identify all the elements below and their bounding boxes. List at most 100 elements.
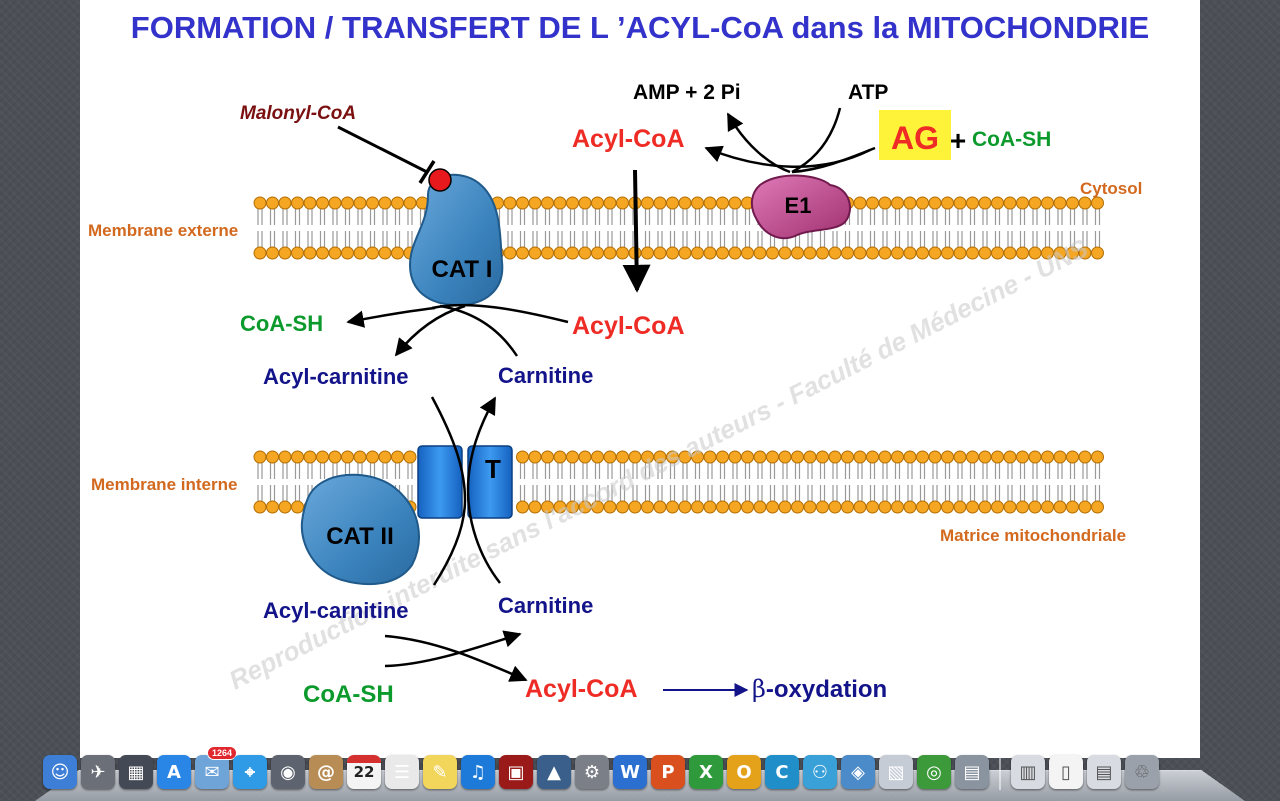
malonyl-inhibition-bar (418, 160, 436, 184)
mail-icon[interactable]: ✉1264 (195, 746, 237, 789)
lipid-head (978, 450, 992, 464)
cat1-protein (408, 173, 504, 307)
lipid-tail (907, 209, 913, 225)
excel-icon[interactable]: X (689, 755, 723, 789)
lipid-tail (882, 485, 888, 501)
lipid-head (403, 450, 417, 464)
lipid-head (953, 196, 967, 210)
lipid-head (1003, 450, 1017, 464)
chrome-icon[interactable]: ◎ (917, 755, 951, 789)
powerpoint-icon[interactable]: P (651, 755, 685, 789)
communicator-icon[interactable]: C (765, 755, 799, 789)
lipid-tail (669, 231, 676, 247)
lipid-head (753, 246, 767, 260)
lipid-tail (957, 209, 963, 225)
ag-input-curve (791, 146, 876, 174)
lipid-head (541, 246, 554, 260)
safari-icon[interactable]: ⌖ (233, 755, 267, 789)
lipid-head (841, 246, 854, 260)
lipid-head (528, 246, 542, 260)
lipid-head (941, 450, 954, 464)
messenger-icon[interactable]: ⚇ (803, 755, 837, 789)
lipid-head (253, 450, 267, 464)
network-icon[interactable]: ◈ (841, 755, 875, 789)
lipid-head (1016, 450, 1029, 464)
lipid-tail (1032, 231, 1038, 247)
outlook-icon[interactable]: O (727, 755, 761, 789)
system-preferences-icon[interactable]: ⚙ (575, 755, 609, 789)
lipid-head (603, 196, 617, 210)
lipid-head (828, 450, 842, 464)
lipid-tail (319, 463, 326, 479)
lipid-head (666, 246, 679, 260)
lipid-tail (1057, 231, 1063, 247)
lipid-head (1041, 196, 1054, 210)
lipid-tail (1032, 209, 1038, 225)
lipid-head (941, 246, 954, 260)
documents-stack-icon[interactable]: ▤ (1087, 755, 1121, 789)
lipid-tail (719, 485, 726, 501)
image-capture-icon[interactable]: ▤ (955, 755, 989, 789)
lipid-head (353, 196, 367, 210)
lipid-tail (707, 463, 713, 479)
lipid-head (616, 500, 629, 514)
arrow-to-amp (726, 112, 791, 174)
mission-control-icon[interactable]: ▦ (119, 755, 153, 789)
lipid-head (566, 246, 579, 260)
finder-icon[interactable]: ☺ (43, 755, 77, 789)
e1-enzyme (750, 174, 851, 240)
lipid-tail (632, 463, 638, 479)
inner-membrane-label: Membrane interne (91, 475, 237, 494)
lipid-tail (1094, 209, 1101, 225)
cat2-label: CAT II (326, 523, 394, 550)
lipid-tail (1069, 463, 1076, 479)
document-icon[interactable]: ▯ (1049, 755, 1083, 789)
lipid-tail (732, 463, 738, 479)
downloads-stack-icon[interactable]: ▥ (1011, 755, 1045, 789)
itunes-icon[interactable]: ♫ (461, 755, 495, 789)
photo-booth-icon[interactable]: ▣ (499, 755, 533, 789)
lipid-head (791, 246, 804, 260)
lipid-head (966, 500, 979, 514)
cat2-protein (300, 473, 420, 586)
lipid-tail (282, 231, 288, 247)
lipid-head (1028, 450, 1042, 464)
lipid-tail (582, 485, 588, 501)
lipid-head (903, 246, 917, 260)
lipid-head (1078, 196, 1092, 210)
lipid-tail (669, 209, 676, 225)
contacts-icon[interactable]: @ (309, 755, 343, 789)
lipid-tail (394, 463, 401, 479)
lipid-head (1078, 450, 1092, 464)
trash-icon[interactable]: ♲ (1125, 755, 1159, 789)
lipid-tail (532, 463, 538, 479)
lipid-head (528, 196, 542, 210)
iphoto-icon[interactable]: ▲ (537, 755, 571, 789)
facetime-icon[interactable]: ◉ (271, 755, 305, 789)
app-store-icon[interactable]: A (157, 755, 191, 789)
launchpad-icon[interactable]: ✈ (81, 755, 115, 789)
lipid-head (641, 500, 654, 514)
lipid-tail (707, 231, 713, 247)
outer-membrane (253, 196, 1104, 260)
preview-icon[interactable]: ▧ (879, 755, 913, 789)
cat1-binding-site (428, 168, 452, 192)
lipid-tail (269, 463, 276, 479)
lipid-tail (807, 485, 813, 501)
ag-label: AG (891, 120, 939, 156)
lipid-head (1003, 196, 1017, 210)
lipid-tail (644, 485, 651, 501)
word-icon[interactable]: W (613, 755, 647, 789)
lipid-head (966, 450, 979, 464)
lipid-tail (894, 209, 901, 225)
lipid-tail (294, 231, 301, 247)
lipid-tail (407, 209, 413, 225)
lipid-tail (994, 463, 1001, 479)
calendar-icon[interactable]: 22 (347, 755, 381, 789)
lipid-head (716, 196, 729, 210)
lipid-head (616, 450, 629, 464)
lipid-tail (919, 463, 926, 479)
notes-icon[interactable]: ✎ (423, 755, 457, 789)
reminders-icon[interactable]: ☰ (385, 755, 419, 789)
lipid-head (691, 246, 704, 260)
